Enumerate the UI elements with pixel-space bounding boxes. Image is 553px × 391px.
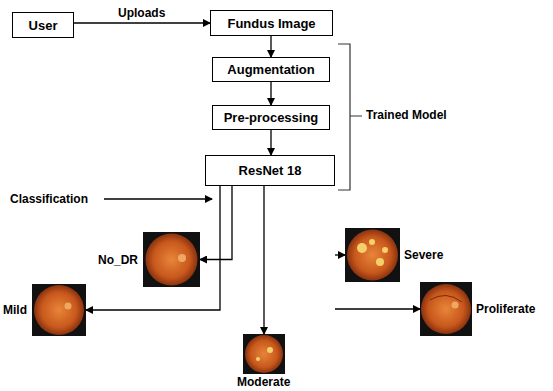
flow-arrow [263, 186, 264, 334]
process-box: User [12, 12, 74, 38]
edge-label: Uploads [116, 6, 167, 20]
flow-arrow [74, 22, 210, 23]
fundus-image-node: Proliferate [420, 282, 472, 336]
fundus-picture [143, 232, 200, 287]
flow-arrow [270, 36, 271, 57]
annotation-label: Trained Model [366, 108, 447, 122]
pointer-arrow [104, 198, 212, 199]
flow-arrow [200, 186, 232, 260]
flow-arrow [270, 82, 271, 105]
class-label: Mild [3, 303, 27, 317]
box-label: User [29, 18, 58, 33]
class-label: Moderate [237, 375, 290, 389]
fundus-image-node: Severe [345, 228, 400, 282]
flow-arrow [335, 308, 420, 309]
fundus-picture [243, 334, 285, 374]
box-label: Augmentation [227, 62, 314, 77]
flow-arrow [86, 186, 220, 310]
box-label: Pre-processing [224, 110, 319, 125]
box-label: Fundus Image [227, 16, 315, 31]
bracket [338, 44, 362, 190]
flow-arrow [335, 254, 345, 255]
fundus-picture [345, 228, 400, 282]
annotation-label: Classification [10, 192, 88, 206]
class-label: No_DR [98, 253, 138, 267]
class-label: Proliferate [476, 302, 535, 316]
fundus-image-node: Moderate [243, 334, 285, 374]
fundus-image-node: No_DR [143, 232, 200, 287]
class-label: Severe [404, 248, 443, 262]
flow-arrow [270, 130, 271, 155]
process-box: Augmentation [212, 57, 330, 82]
fundus-image-node: Mild [32, 284, 86, 336]
fundus-picture [32, 284, 86, 336]
process-box: Pre-processing [212, 105, 330, 130]
process-box: ResNet 18 [205, 155, 335, 186]
box-label: ResNet 18 [239, 163, 302, 178]
fundus-picture [420, 282, 472, 336]
process-box: Fundus Image [210, 10, 333, 36]
